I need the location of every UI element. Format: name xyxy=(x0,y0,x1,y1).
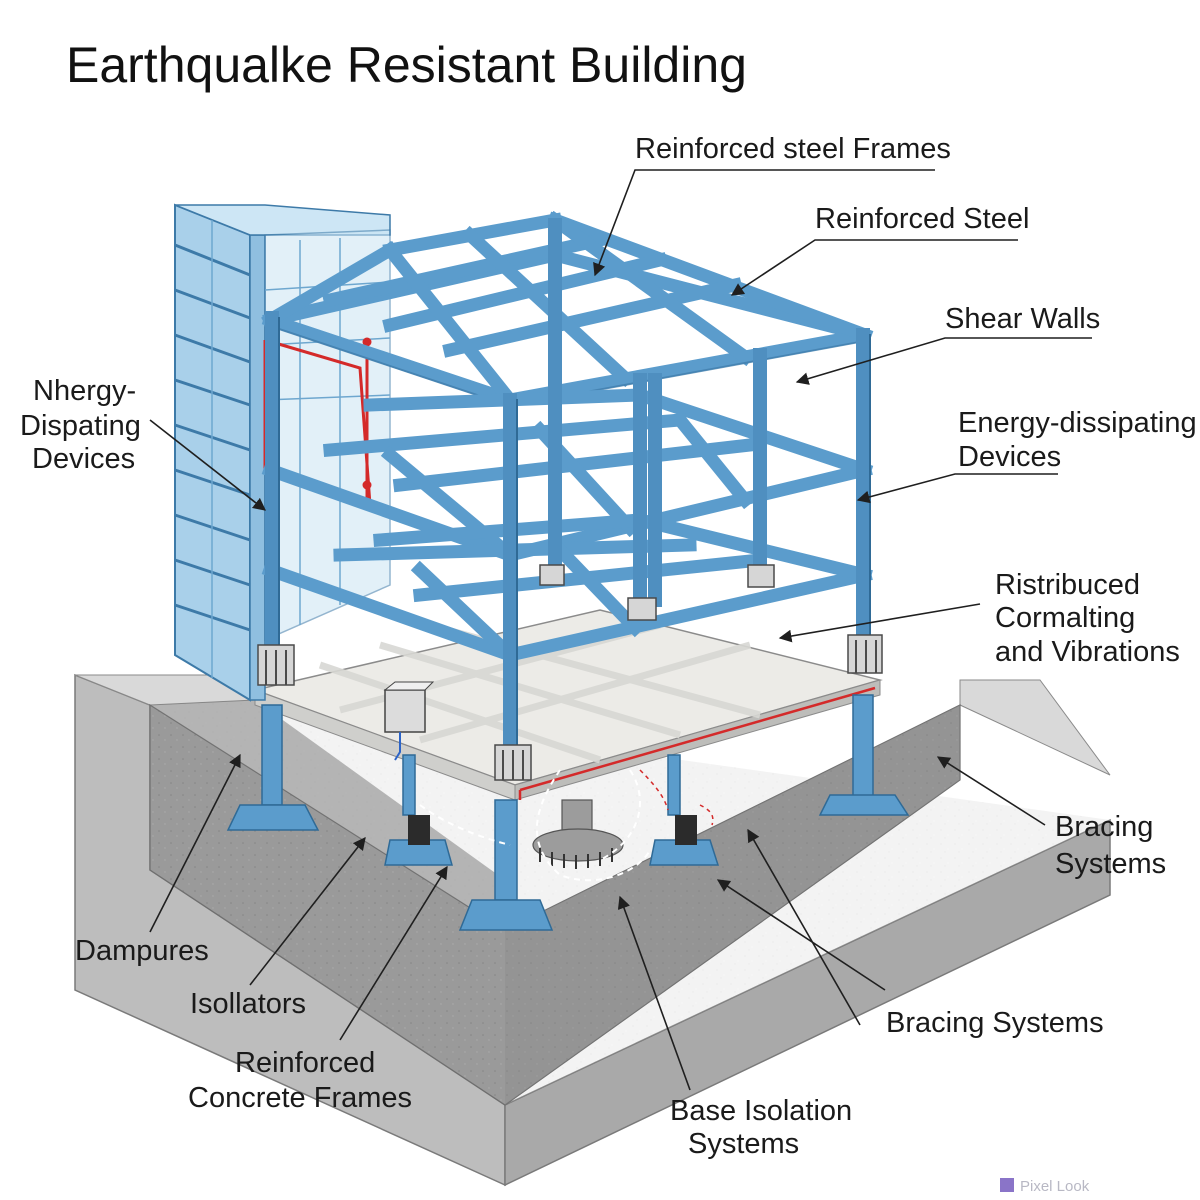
leader-line xyxy=(730,239,1018,296)
label-text: Dampures xyxy=(75,935,209,967)
label-text-line-1: Ristribuced xyxy=(995,569,1140,601)
label-text-line-2: Systems xyxy=(1055,848,1166,880)
leader-line xyxy=(339,865,448,1041)
label-isolators: Isollators xyxy=(190,836,366,1020)
label-text-line-2: Devices xyxy=(958,441,1061,473)
label-text: Isollators xyxy=(190,988,306,1020)
control-box xyxy=(383,681,435,761)
label-text-line-2: Concrete Frames xyxy=(188,1082,412,1114)
label-dampures: Dampures xyxy=(75,753,241,967)
label-text: Shear Walls xyxy=(945,303,1100,335)
watermark-logo-icon xyxy=(1000,1178,1014,1192)
leader-line xyxy=(593,169,935,277)
diagram-title: Earthqualke Resistant Building xyxy=(66,37,747,93)
label-bracing-systems-right: Bracing Systems xyxy=(936,756,1166,880)
label-text: Bracing Systems xyxy=(886,1007,1104,1039)
label-text-line-3: and Vibrations xyxy=(995,636,1180,668)
label-ristribuced: Ristribuced Cormalting and Vibrations xyxy=(778,569,1180,668)
substructure-columns xyxy=(226,694,910,931)
label-text-line-2: Cormalting xyxy=(995,602,1135,634)
leader-line xyxy=(856,473,1058,504)
leader-line xyxy=(149,419,267,511)
leader-line xyxy=(249,836,366,986)
leader-line xyxy=(936,756,1046,826)
steel-frame xyxy=(261,210,874,752)
label-text-line-1: Energy-dissipating xyxy=(958,407,1197,439)
leader-line xyxy=(747,828,861,1026)
slab-isolators xyxy=(257,564,883,781)
label-base-isolation-systems: Base Isolation Systems xyxy=(617,895,852,1160)
leader-line xyxy=(149,753,241,933)
label-reinforced-concrete-frames: Reinforced Concrete Frames xyxy=(188,865,448,1114)
label-text-line-1: Base Isolation xyxy=(670,1095,852,1127)
label-reinforced-steel: Reinforced Steel xyxy=(730,203,1029,296)
label-text-line-1: Reinforced xyxy=(235,1047,375,1079)
label-reinforced-steel-frames: Reinforced steel Frames xyxy=(593,133,951,277)
label-text: Reinforced Steel xyxy=(815,203,1029,235)
label-text-line-2: Dispating xyxy=(20,410,141,442)
label-bracing-systems-bottom: Bracing Systems xyxy=(716,828,1104,1039)
leader-line xyxy=(716,879,886,991)
label-text-line-2: Systems xyxy=(688,1128,799,1160)
label-shear-walls: Shear Walls xyxy=(795,303,1100,385)
label-text-line-1: Bracing xyxy=(1055,811,1153,843)
leader-line xyxy=(617,895,691,1091)
watermark: Pixel Look xyxy=(1000,1178,1090,1195)
label-text-line-1: Nhergy- xyxy=(33,375,136,407)
leader-line xyxy=(795,337,1092,385)
label-energy-dissipating-devices: Energy-dissipating Devices xyxy=(856,407,1197,504)
label-nhergy-dispating-devices: Nhergy- Dispating Devices xyxy=(20,375,267,511)
label-text-line-3: Devices xyxy=(32,443,135,475)
leader-line xyxy=(778,603,981,643)
label-text: Reinforced steel Frames xyxy=(635,133,951,165)
watermark-text: Pixel Look xyxy=(1020,1178,1090,1195)
